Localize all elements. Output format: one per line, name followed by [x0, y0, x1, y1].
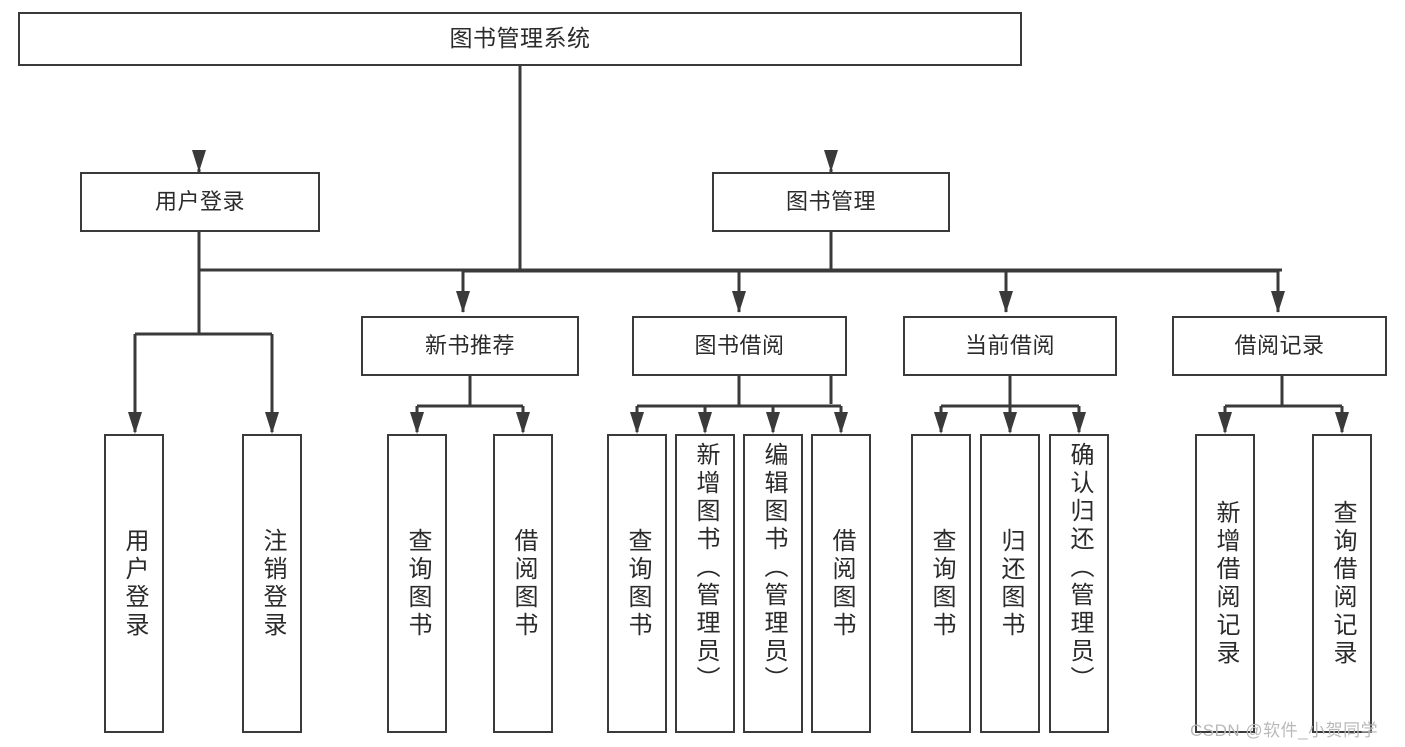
node-label: 查询图书 — [624, 527, 651, 640]
node-label: 归还图书 — [997, 527, 1024, 640]
node-root-book-management-system[interactable]: 图书管理系统 — [18, 12, 1022, 66]
node-label: 注销登录 — [259, 527, 286, 640]
node-label: 确认归还（管理员） — [1066, 442, 1093, 694]
node-label: 查询图书 — [404, 527, 431, 640]
node-label: 借阅记录 — [1234, 332, 1325, 358]
leaf-add-borrow-record[interactable]: 新增借阅记录 — [1195, 434, 1255, 733]
leaf-user-login[interactable]: 用户登录 — [104, 434, 164, 733]
node-label: 图书管理系统 — [449, 25, 591, 52]
node-new-book-recommend[interactable]: 新书推荐 — [361, 316, 579, 376]
leaf-add-book-admin[interactable]: 新增图书（管理员） — [675, 434, 735, 733]
node-label: 当前借阅 — [964, 332, 1055, 358]
leaf-query-book-current[interactable]: 查询图书 — [911, 434, 971, 733]
leaf-logout[interactable]: 注销登录 — [242, 434, 302, 733]
leaf-query-book-borrow[interactable]: 查询图书 — [607, 434, 667, 733]
node-label: 借阅图书 — [828, 527, 855, 640]
leaf-return-book[interactable]: 归还图书 — [980, 434, 1040, 733]
node-label: 新增借阅记录 — [1212, 499, 1239, 668]
watermark: CSDN @软件_小贺同学 — [1190, 721, 1379, 740]
node-label: 编辑图书（管理员） — [760, 442, 787, 694]
node-user-login[interactable]: 用户登录 — [80, 172, 320, 232]
node-label: 新书推荐 — [424, 332, 515, 358]
leaf-query-borrow-record[interactable]: 查询借阅记录 — [1312, 434, 1372, 733]
leaf-query-book-recommend[interactable]: 查询图书 — [387, 434, 447, 733]
leaf-edit-book-admin[interactable]: 编辑图书（管理员） — [743, 434, 803, 733]
leaf-borrow-book-recommend[interactable]: 借阅图书 — [493, 434, 553, 733]
node-label: 查询借阅记录 — [1329, 499, 1356, 668]
node-current-borrow[interactable]: 当前借阅 — [903, 316, 1117, 376]
node-label: 图书管理 — [785, 188, 876, 214]
node-label: 新增图书（管理员） — [692, 442, 719, 694]
node-book-borrow[interactable]: 图书借阅 — [632, 316, 847, 376]
node-label: 借阅图书 — [510, 527, 537, 640]
node-borrow-records[interactable]: 借阅记录 — [1172, 316, 1387, 376]
node-label: 图书借阅 — [694, 332, 785, 358]
node-label: 查询图书 — [928, 527, 955, 640]
node-book-management[interactable]: 图书管理 — [712, 172, 950, 232]
node-label: 用户登录 — [121, 527, 148, 640]
node-label: 用户登录 — [154, 188, 245, 214]
leaf-confirm-return-admin[interactable]: 确认归还（管理员） — [1049, 434, 1109, 733]
leaf-borrow-book[interactable]: 借阅图书 — [811, 434, 871, 733]
